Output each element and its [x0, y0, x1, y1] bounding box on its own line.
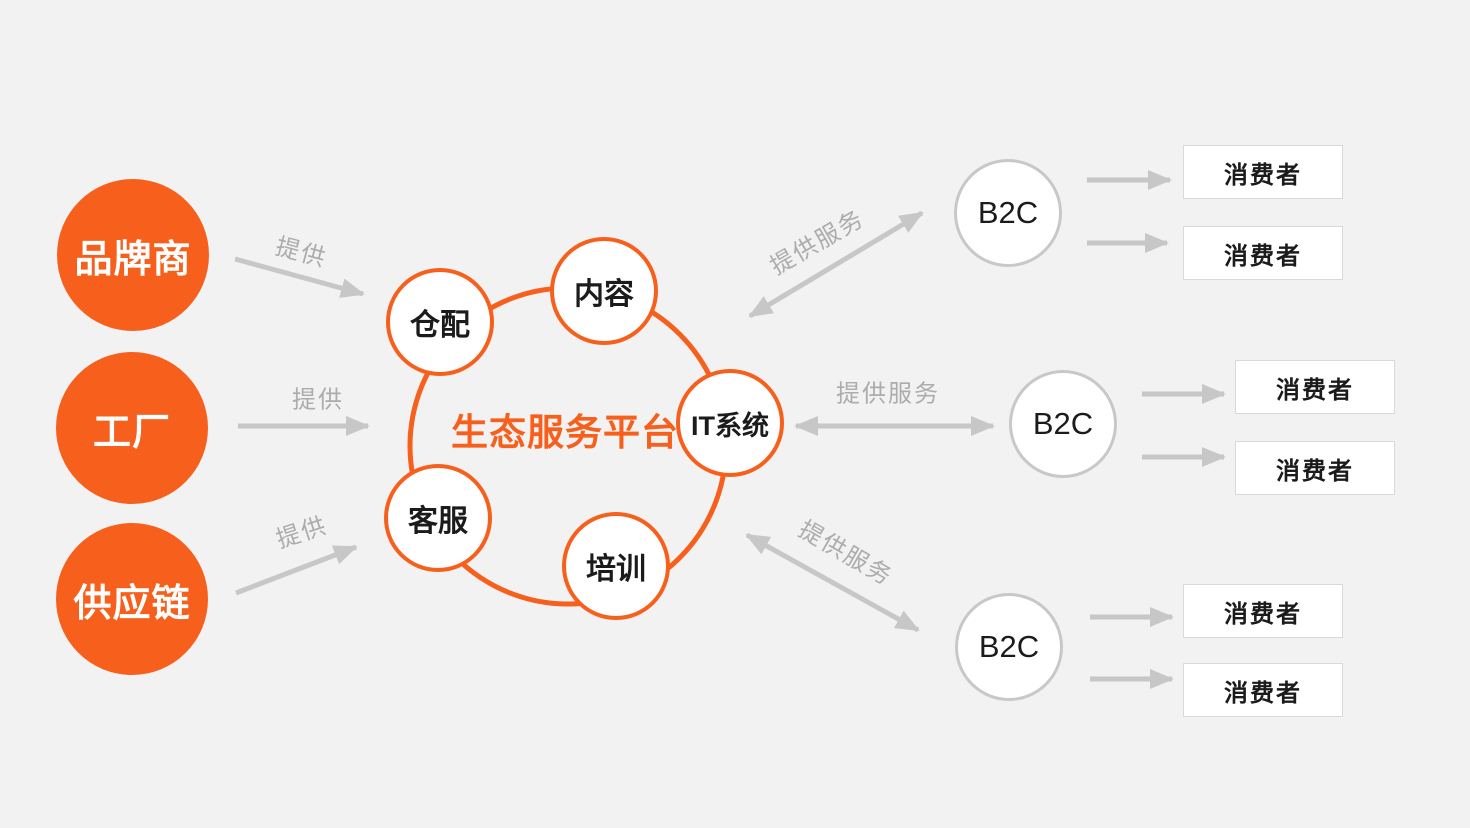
service-circle-content: 内容 [550, 237, 658, 345]
consumer-box: 消费者 [1183, 145, 1343, 199]
service-circle-training: 培训 [562, 512, 670, 620]
b2c-circle-middle: B2C [1009, 370, 1117, 478]
supplier-circle-factory: 工厂 [56, 352, 208, 504]
b2c-circle-bottom: B2C [955, 593, 1063, 701]
service-arrow-top [748, 210, 924, 319]
consumer-box: 消费者 [1235, 441, 1395, 495]
service-circle-customer-service: 客服 [384, 464, 492, 572]
service-circle-warehouse: 仓配 [386, 268, 494, 376]
consumer-box: 消费者 [1183, 584, 1343, 638]
provide-arrow-brand [234, 256, 365, 298]
provide-label-brand: 提供 [272, 233, 330, 273]
service-arrow-bottom [745, 532, 920, 633]
b2c-circle-top: B2C [954, 159, 1062, 267]
consumer-box: 消费者 [1183, 226, 1343, 280]
supplier-circle-brand: 品牌商 [57, 179, 209, 331]
provide-label-factory: 提供 [292, 386, 344, 414]
service-label-bottom: 提供服务 [793, 515, 898, 592]
platform-title: 生态服务平台 [451, 412, 679, 453]
consumer-box: 消费者 [1235, 360, 1395, 414]
provide-arrow-supply-chain [235, 544, 358, 596]
service-label-top: 提供服务 [765, 204, 870, 281]
consumer-box: 消费者 [1183, 663, 1343, 717]
service-circle-it-system: IT系统 [676, 369, 784, 477]
provide-label-supply-chain: 提供 [273, 511, 331, 554]
supplier-circle-supply-chain: 供应链 [56, 523, 208, 675]
service-label-middle: 提供服务 [836, 380, 940, 408]
